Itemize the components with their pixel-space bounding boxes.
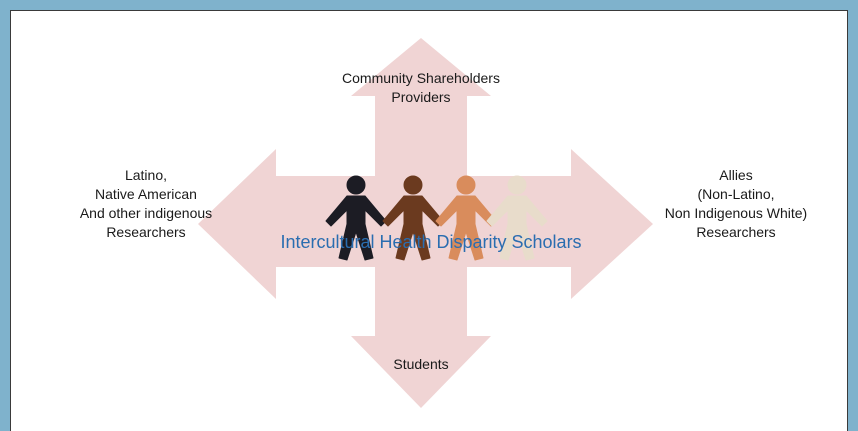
label-top-line-1: Community Shareholders — [342, 70, 500, 86]
label-right-line-1: Allies — [719, 167, 753, 183]
label-right: Allies (Non-Latino, Non Indigenous White… — [641, 166, 831, 242]
label-left-line-3: And other indigenous — [79, 205, 213, 221]
center-title: Intercultural Health Disparity Scholars — [280, 232, 582, 252]
person-figure-3-icon — [435, 175, 497, 261]
label-left: Latino, Native American And other indige… — [51, 166, 241, 242]
label-right-line-4: Researchers — [696, 224, 776, 240]
four-way-arrow-icon — [198, 38, 653, 408]
label-top-line-2: Providers — [391, 89, 451, 105]
label-right-line-3: Non Indigenous White) — [664, 205, 808, 221]
person-figure-2-icon — [382, 175, 444, 261]
label-bottom: Students — [361, 355, 481, 374]
paper-doll-people-icon — [325, 175, 548, 261]
label-left-line-4: Researchers — [106, 224, 186, 240]
person-figure-1-icon — [325, 175, 387, 261]
label-right-line-2: (Non-Latino, — [697, 186, 775, 202]
label-top: Community Shareholders Providers — [321, 69, 521, 107]
diagram-canvas: Community Shareholders Providers Latino,… — [10, 10, 848, 431]
label-left-line-2: Native American — [95, 186, 197, 202]
label-left-line-1: Latino, — [124, 167, 168, 183]
person-figure-4-icon — [486, 175, 548, 261]
label-bottom-line-1: Students — [393, 356, 449, 372]
